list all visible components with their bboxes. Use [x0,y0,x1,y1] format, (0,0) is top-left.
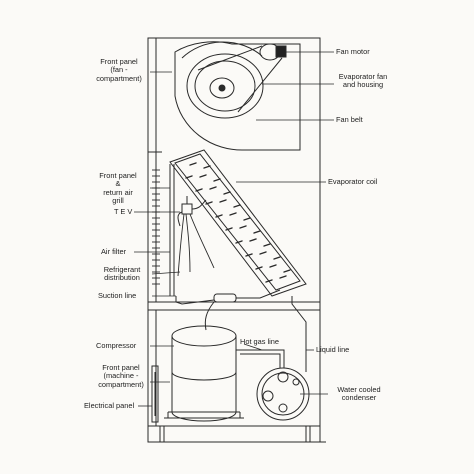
return-air-grill [152,169,160,285]
label-suction-line: Suction line [98,291,137,300]
leader-lines [134,51,334,407]
compressor [164,325,244,422]
label-fan-motor: Fan motor [336,47,370,56]
tev-valve [177,196,207,227]
label-air-filter: Air filter [101,247,127,256]
evaporator-fan-housing [174,41,301,151]
label-tev: T E V [114,207,133,216]
base-floor [148,426,326,443]
electrical-panel [151,365,159,423]
hot-gas-line [236,349,285,368]
label-electrical-panel: Electrical panel [84,401,135,410]
label-water-cooled-condenser: Water cooled condenser [337,385,381,403]
fan-belt-pulley [186,45,283,119]
fan-motor [259,43,287,61]
label-compressor: Compressor [96,341,137,350]
suction-line [175,289,281,331]
label-hot-gas-line: Hot gas line [240,337,280,346]
label-fan-belt: Fan belt [336,115,363,124]
label-evaporator-coil: Evaporator coil [328,177,378,186]
liquid-line [291,296,307,372]
label-liquid-line: Liquid line [316,345,350,354]
refrigerant-distribution-lines [177,213,215,277]
label-evaporator-fan: Evaporator fan and housing [338,72,388,90]
air-filter [169,164,175,296]
label-front-panel-return: Front panel & return air grill [99,171,137,206]
label-refrigerant-distribution: Refrigerant distribution [103,265,141,283]
label-front-panel-machine: Front panel (machine - compartment) [98,363,144,389]
label-front-panel-fan: Front panel (fan - compartment) [96,57,142,83]
evaporator-coil [169,149,307,297]
